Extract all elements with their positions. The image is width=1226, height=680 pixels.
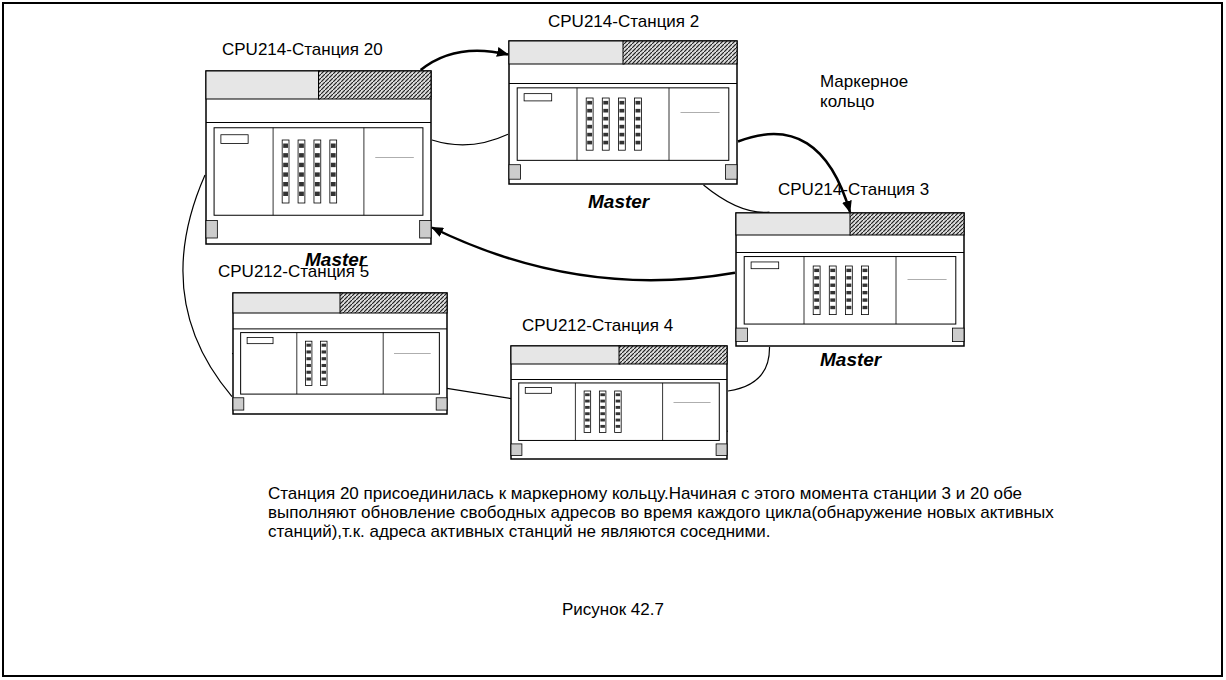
network-cable bbox=[432, 134, 508, 145]
station-label: CPU214-Станция 2 bbox=[548, 12, 699, 32]
station-label: CPU214-Станция 20 bbox=[222, 40, 383, 60]
token-ring-arrow bbox=[738, 134, 850, 212]
master-label: Master bbox=[820, 350, 881, 370]
ring-label: Маркерное кольцо bbox=[820, 72, 930, 112]
plc-illustration bbox=[232, 292, 448, 415]
plc-station: CPU214-Станция 20Master bbox=[205, 70, 432, 245]
figure-caption: Рисунок 42.7 bbox=[0, 600, 1226, 620]
plc-illustration bbox=[510, 345, 728, 460]
plc-illustration bbox=[205, 70, 432, 245]
network-cable bbox=[704, 185, 770, 212]
plc-illustration bbox=[735, 212, 965, 347]
plc-station: CPU214-Станция 3Master bbox=[735, 212, 965, 347]
network-cable bbox=[728, 347, 770, 391]
token-ring-arrow bbox=[421, 51, 508, 70]
station-label: CPU212-Станция 5 bbox=[218, 262, 369, 282]
token-ring-arrow bbox=[432, 228, 735, 281]
station-label: CPU212-Станция 4 bbox=[522, 316, 673, 336]
plc-station: CPU212-Станция 5 bbox=[232, 292, 448, 415]
plc-station: CPU214-Станция 2Master bbox=[508, 40, 738, 185]
station-label: CPU214-Станция 3 bbox=[778, 180, 929, 200]
plc-illustration bbox=[508, 40, 738, 185]
plc-station: CPU212-Станция 4 bbox=[510, 345, 728, 460]
note-text: Станция 20 присоединилась к маркерному к… bbox=[268, 484, 1058, 541]
master-label: Master bbox=[588, 192, 649, 212]
